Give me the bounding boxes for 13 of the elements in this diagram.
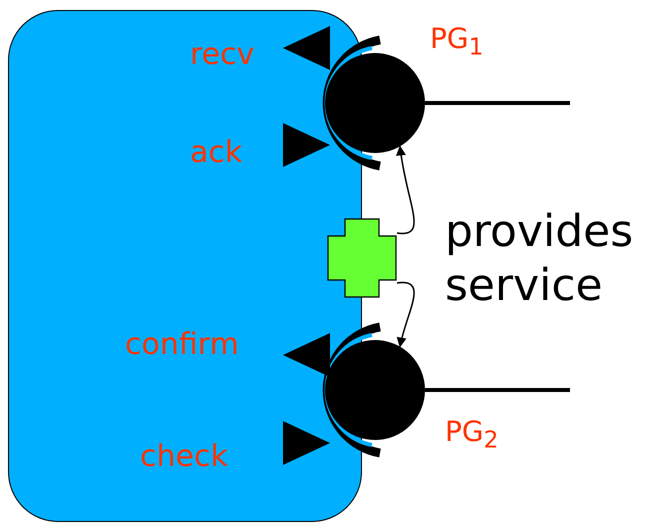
arrow: [396, 282, 415, 348]
port-label: check: [140, 442, 228, 472]
port-label: PG$_{2}$: [445, 418, 498, 452]
component-block: [8, 10, 362, 522]
port-label: recv: [190, 40, 254, 70]
port-label: confirm: [125, 330, 239, 360]
port-label: ack: [190, 138, 242, 168]
service-label: provides service: [445, 205, 634, 313]
connector-cross: [327, 218, 397, 298]
port-label: PG$_{1}$: [430, 25, 484, 59]
connector-line: [425, 388, 570, 392]
arrow: [396, 146, 415, 234]
connector-line: [425, 101, 570, 105]
